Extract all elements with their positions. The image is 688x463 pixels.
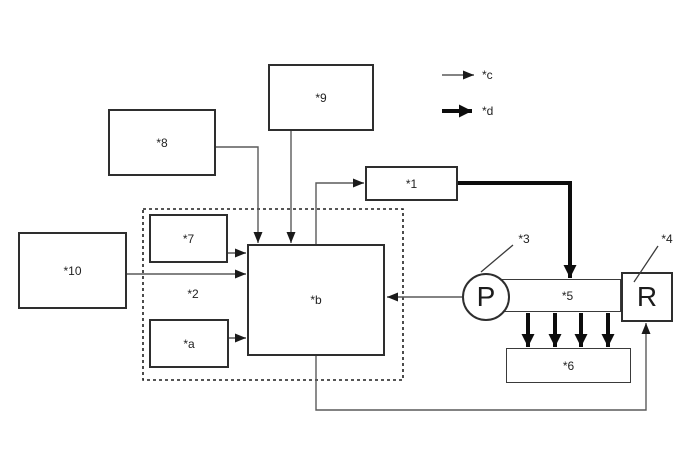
node-6-box: *6 [506, 348, 631, 383]
connector-b-to-1 [315, 178, 364, 244]
thick-connector-1-to-5 [458, 181, 577, 278]
ref-3-label: *3 [518, 232, 530, 246]
leader-line-4 [633, 245, 659, 283]
legend-thick-label: *d [482, 104, 494, 118]
node-b-box: *b [247, 244, 385, 356]
connector-8-to-b [216, 146, 263, 243]
legend-thin-label: *c [482, 68, 493, 82]
node-7-box: *7 [149, 214, 228, 263]
node-10-box: *10 [18, 232, 127, 309]
leader-line-3 [480, 244, 514, 273]
ref-4-label: *4 [661, 232, 673, 246]
connector-b-to-r-feedback [315, 323, 651, 411]
dashed-group-box [142, 208, 404, 381]
group-2-label: *2 [187, 287, 199, 301]
